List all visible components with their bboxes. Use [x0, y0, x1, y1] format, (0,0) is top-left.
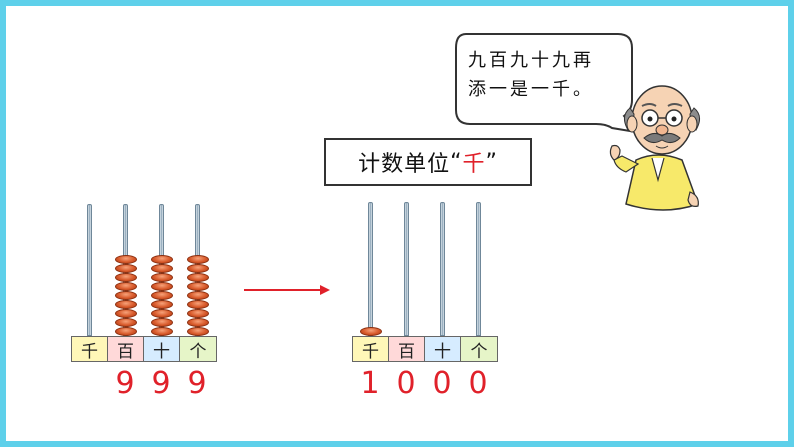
grandpa-teacher-illustration: [609, 85, 700, 211]
abacus-bead-shi: [151, 264, 173, 273]
unit-quote-close: ”: [485, 149, 498, 175]
digit-ge: 9: [187, 366, 207, 401]
unit-prefix: 计数单位: [358, 152, 451, 177]
digit-ge: 0: [468, 366, 488, 401]
abacus-bead-ge: [187, 273, 209, 282]
digit-bai: 0: [396, 366, 416, 401]
place-label-shi: 十: [425, 337, 461, 362]
unit-quote-open: “: [450, 149, 463, 175]
abacus-bead-bai: [115, 255, 137, 264]
abacus-bead-bai: [115, 273, 137, 282]
place-label-qian: 千: [72, 337, 108, 362]
abacus-bead-ge: [187, 255, 209, 264]
speech-text: 九百九十九再 添一是一千。: [468, 46, 618, 104]
abacus-rod-bai: [404, 202, 409, 336]
abacus-bead-ge: [187, 327, 209, 336]
abacus-bead-bai: [115, 327, 137, 336]
abacus-bead-shi: [151, 291, 173, 300]
abacus-bead-shi: [151, 282, 173, 291]
speech-line-2: 添一是一千。: [468, 79, 594, 100]
unit-name: 千: [462, 152, 486, 177]
left-place-labels: 千 百 十 个: [71, 336, 217, 362]
right-number: 1 0 0 0: [352, 366, 496, 401]
abacus-bead-bai: [115, 264, 137, 273]
abacus-bead-qian: [360, 327, 382, 336]
abacus-bead-shi: [151, 255, 173, 264]
arrow-right-icon: [244, 285, 330, 295]
digit-shi: 0: [432, 366, 452, 401]
abacus-rod-qian: [87, 204, 92, 336]
abacus-bead-bai: [115, 309, 137, 318]
left-number: 9 9 9: [107, 366, 215, 401]
place-label-shi: 十: [144, 337, 180, 362]
place-label-qian: 千: [353, 337, 389, 362]
abacus-rod-qian: [368, 202, 373, 336]
digit-bai: 9: [115, 366, 135, 401]
speech-line-1: 九百九十九再: [468, 50, 594, 71]
digit-qian: 1: [360, 366, 380, 401]
abacus-bead-ge: [187, 291, 209, 300]
place-label-ge: 个: [461, 337, 497, 362]
abacus-bead-bai: [115, 300, 137, 309]
abacus-bead-shi: [151, 318, 173, 327]
speech-bubble: [455, 33, 639, 134]
counting-unit-box: 计数单位 “ 千 ”: [324, 138, 532, 186]
abacus-bead-ge: [187, 300, 209, 309]
abacus-bead-bai: [115, 291, 137, 300]
place-label-bai: 百: [389, 337, 425, 362]
abacus-bead-shi: [151, 327, 173, 336]
abacus-bead-ge: [187, 264, 209, 273]
abacus-bead-shi: [151, 273, 173, 282]
abacus-bead-bai: [115, 282, 137, 291]
abacus-bead-bai: [115, 318, 137, 327]
right-place-labels: 千 百 十 个: [352, 336, 498, 362]
abacus-bead-shi: [151, 309, 173, 318]
place-label-ge: 个: [180, 337, 216, 362]
abacus-bead-ge: [187, 309, 209, 318]
abacus-bead-shi: [151, 300, 173, 309]
place-label-bai: 百: [108, 337, 144, 362]
abacus-bead-ge: [187, 282, 209, 291]
abacus-bead-ge: [187, 318, 209, 327]
abacus-rod-ge: [476, 202, 481, 336]
abacus-rod-shi: [440, 202, 445, 336]
digit-shi: 9: [151, 366, 171, 401]
